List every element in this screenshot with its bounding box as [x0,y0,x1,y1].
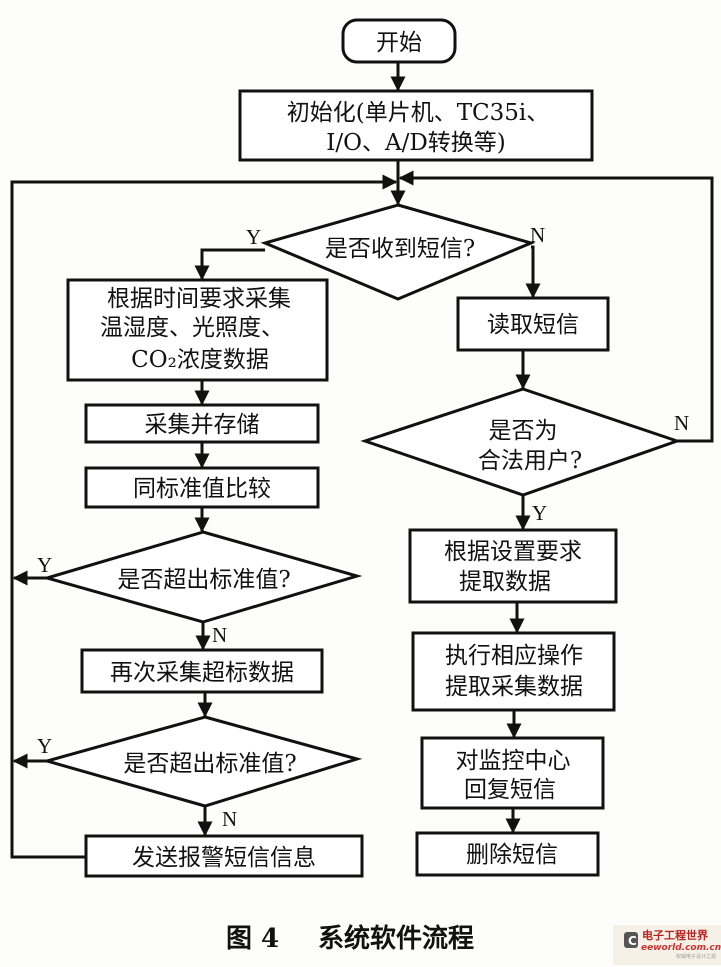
execute-op-line-2: 提取采集数据 [445,674,583,700]
branch-label-exceed2-yes: Y [37,734,52,758]
branch-label-sms-yes: Y [246,225,261,249]
edge-sms-yes [194,248,265,281]
decision-exceed-1-label: 是否超出标准值? [117,567,290,593]
collect-by-time-line-1: 根据时间要求采集 [107,286,291,312]
init-node-line-1: 初始化(单片机、TC35i、 [287,100,550,126]
figure-caption-number: 图 4 [226,924,279,954]
decision-sms-label: 是否收到短信? [325,236,475,262]
decision-sms-shape [260,203,536,301]
read-sms-shape [456,296,610,352]
reply-center-line-2: 回复短信 [464,777,556,803]
branch-label-legal-yes: Y [532,501,547,525]
branch-label-exceed2-no: N [222,807,237,831]
branch-label-exceed1-no: N [212,623,227,647]
execute-op-line-1: 执行相应操作 [445,643,583,669]
delete-sms-shape [415,831,600,877]
decision-exceed-2-label: 是否超出标准值? [123,751,296,777]
init-node-line-2: I/O、A/D转换等) [326,130,505,156]
decision-legal-user-line-2: 合法用户? [478,448,582,474]
branch-label-sms-no: N [530,223,545,247]
init-node-shape [238,89,594,162]
branch-label-exceed1-yes: Y [37,553,52,577]
edge-left-loop [10,174,398,859]
collect-by-time-line-2: 温湿度、光照度、 [100,315,284,341]
recollect-shape [80,648,324,694]
watermark-slogan: 权威电子设计之源 [676,953,716,960]
execute-op-shape [411,631,616,712]
collect-by-time-shape [66,278,329,382]
send-alarm-shape [84,834,364,878]
start-node-label: 开始 [376,30,422,56]
edge-right-loop [398,170,714,443]
delete-sms-label: 删除短信 [466,842,558,868]
watermark-logo: C 电子工程世界 eeworld.com.cn 权威电子设计之源 [613,925,721,965]
collect-by-time-line-3: CO₂浓度数据 [131,347,269,373]
figure-caption-title: 系统软件流程 [318,923,474,954]
edge-sms-no [525,245,541,299]
watermark-name: 电子工程世界 [642,928,708,942]
send-alarm-label: 发送报警短信信息 [132,845,316,871]
read-sms-label: 读取短信 [487,312,579,338]
extract-by-setting-line-1: 根据设置要求 [444,539,582,565]
extract-by-setting-line-2: 提取数据 [459,569,551,595]
svg-text:C: C [628,934,637,948]
compare-standard-label: 同标准值比较 [133,476,271,502]
branch-label-legal-no: N [674,411,689,435]
watermark-c-icon [624,932,638,948]
reply-center-shape [420,736,605,810]
extract-by-setting-shape [408,528,618,604]
reply-center-line-1: 对监控中心 [456,748,571,774]
compare-standard-shape [84,466,320,509]
collect-store-label: 采集并存储 [145,412,260,438]
decision-legal-user-line-1: 是否为 [489,418,558,444]
recollect-label: 再次采集超标数据 [110,660,294,686]
watermark-site: eeworld.com.cn [641,943,721,953]
